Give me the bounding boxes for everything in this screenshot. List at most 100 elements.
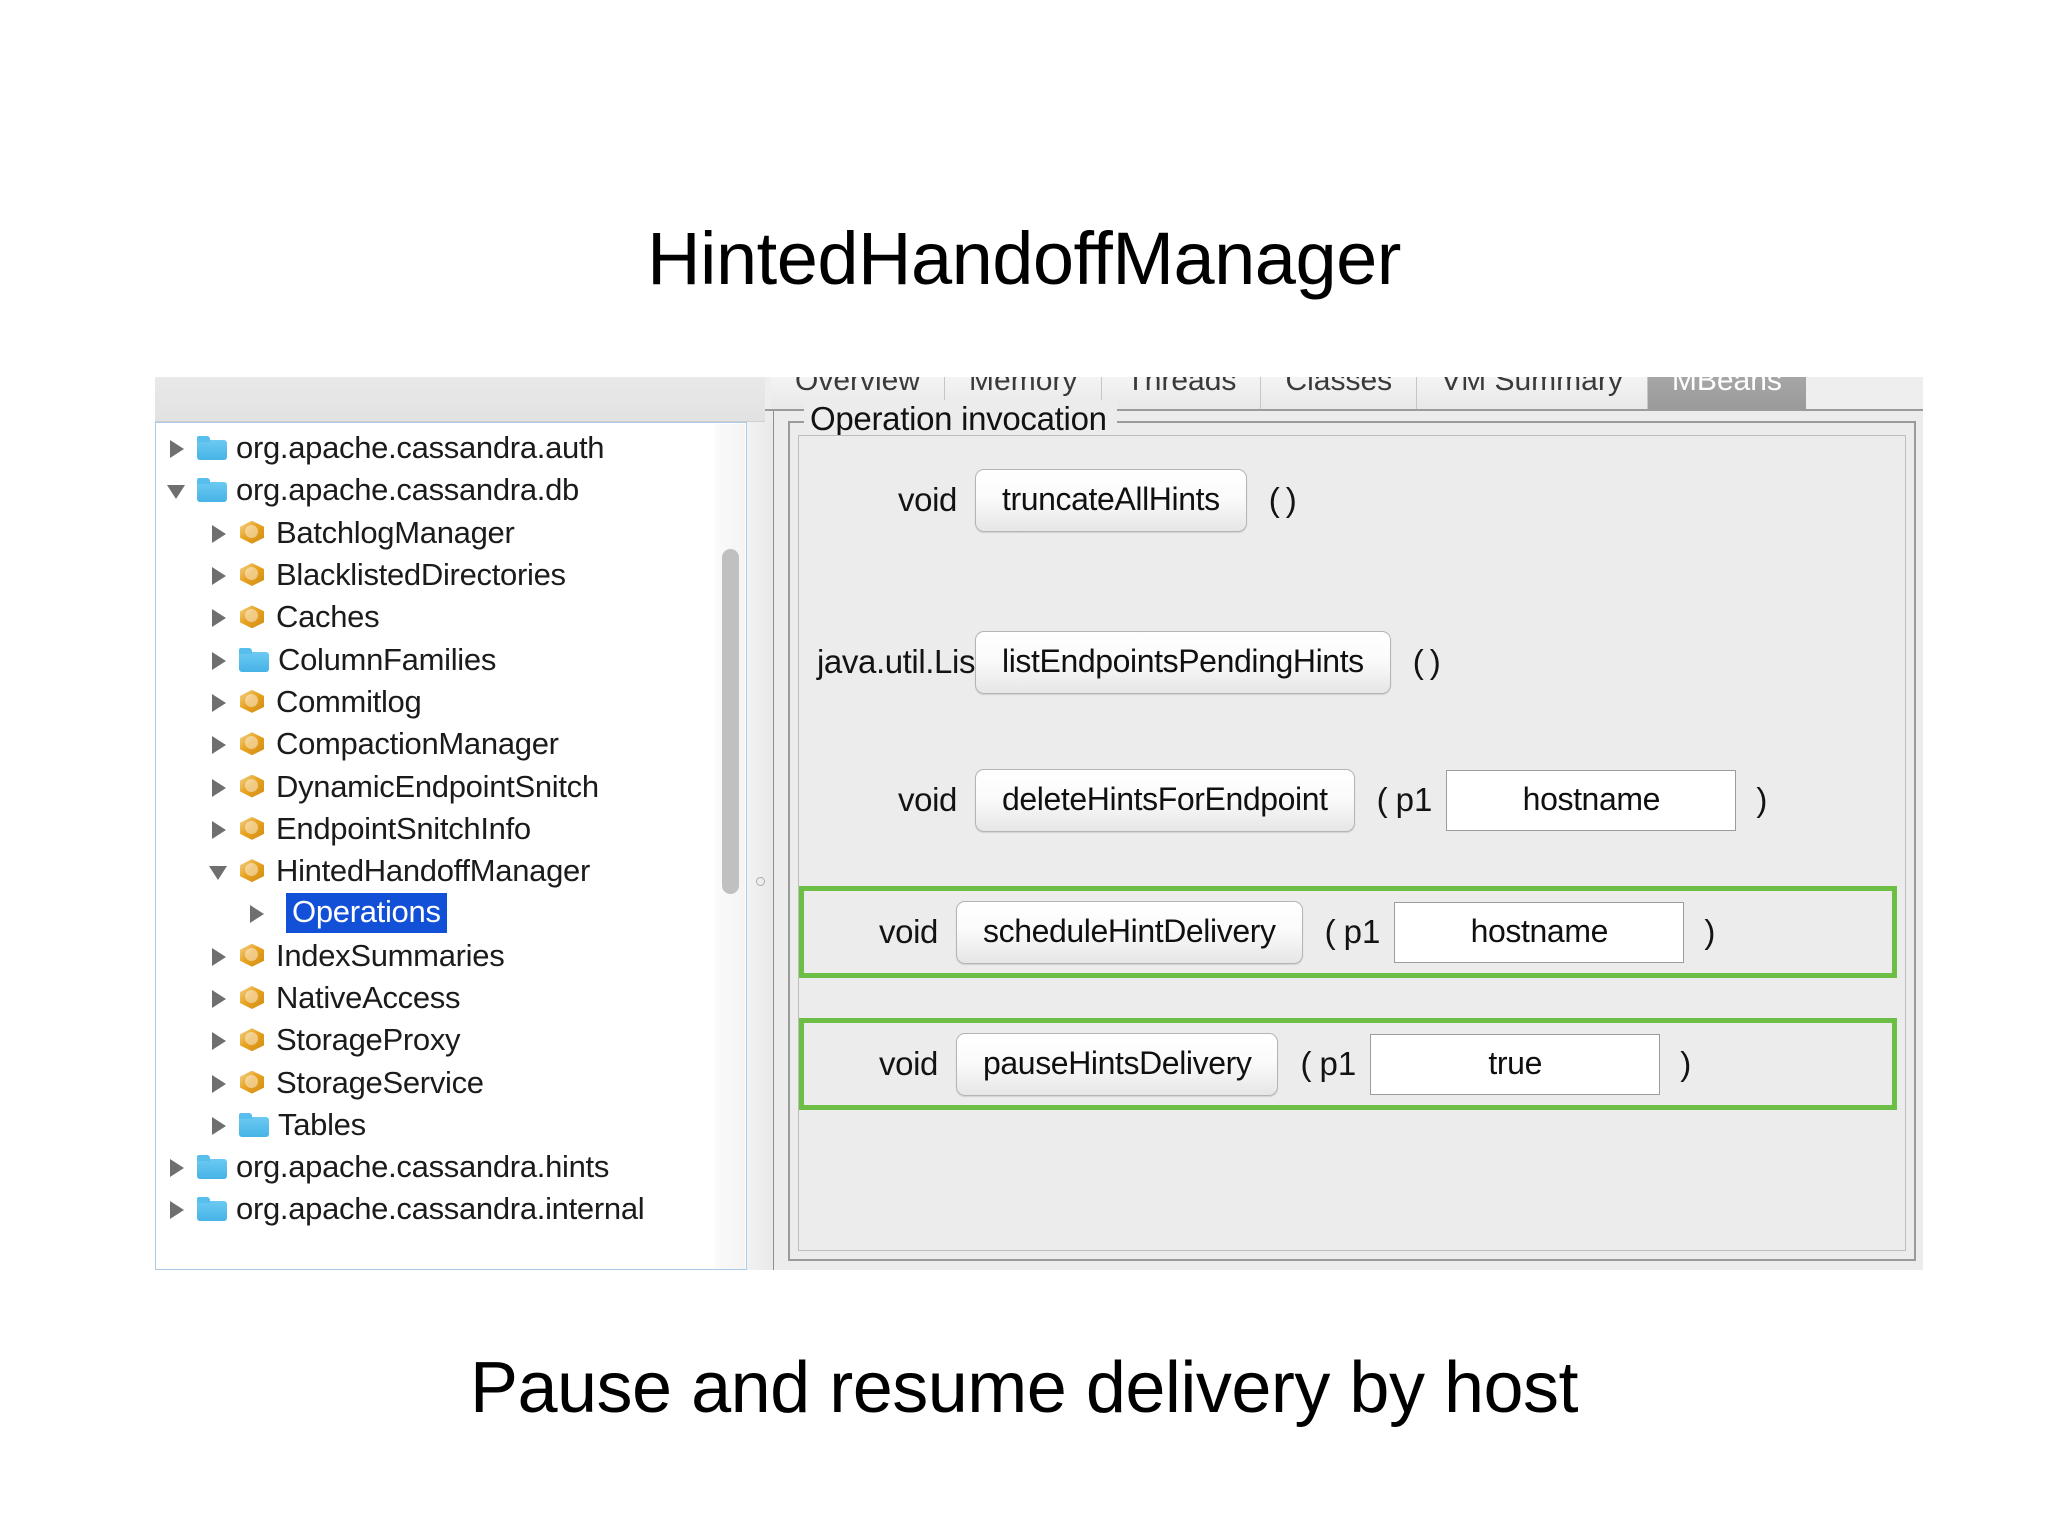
tree-item-label: org.apache.cassandra.hints xyxy=(236,1149,610,1185)
tab-classes[interactable]: Classes xyxy=(1261,377,1418,409)
chevron-right-icon[interactable] xyxy=(164,1196,190,1222)
split-pane-grip-icon[interactable] xyxy=(756,877,765,886)
operation-return-type: void xyxy=(879,1045,938,1082)
mbean-icon xyxy=(239,1027,267,1053)
invoke-button-pauseHintsDelivery[interactable]: pauseHintsDelivery xyxy=(956,1032,1279,1096)
chevron-right-icon[interactable] xyxy=(206,1112,232,1138)
folder-icon xyxy=(197,478,227,503)
close-paren: ) xyxy=(1756,781,1768,818)
tree-item-org-apache-cassandra-db[interactable]: org.apache.cassandra.db xyxy=(156,469,716,511)
tree-item-compactionmanager[interactable]: CompactionManager xyxy=(156,723,716,765)
open-paren: ( xyxy=(1268,481,1280,518)
operation-return-type: void xyxy=(898,781,957,818)
mbean-icon xyxy=(239,816,267,842)
chevron-right-icon[interactable] xyxy=(206,943,232,969)
tree-item-batchlogmanager[interactable]: BatchlogManager xyxy=(156,512,716,554)
folder-icon xyxy=(197,436,227,461)
tree-item-storageproxy[interactable]: StorageProxy xyxy=(156,1019,716,1061)
tree-vertical-scrollbar[interactable] xyxy=(715,424,745,1269)
chevron-right-icon[interactable] xyxy=(206,1027,232,1053)
tree-item-endpointsnitchinfo[interactable]: EndpointSnitchInfo xyxy=(156,808,716,850)
operation-return-type: java.util.List xyxy=(817,643,984,680)
mbean-icon xyxy=(239,774,267,800)
chevron-right-icon[interactable] xyxy=(206,689,232,715)
chevron-down-icon[interactable] xyxy=(206,858,232,884)
tree-item-tables[interactable]: Tables xyxy=(156,1104,716,1146)
chevron-right-icon[interactable] xyxy=(206,731,232,757)
tree-item-dynamicendpointsnitch[interactable]: DynamicEndpointSnitch xyxy=(156,765,716,807)
chevron-right-icon[interactable] xyxy=(164,1154,190,1180)
split-pane-divider[interactable] xyxy=(747,422,773,1270)
param-input-deleteHintsForEndpoint[interactable] xyxy=(1446,769,1737,831)
tree-item-operations[interactable]: Operations xyxy=(156,892,716,934)
tree-item-label: NativeAccess xyxy=(276,980,461,1015)
mbean-detail-pane: Operation invocation void truncateAllHint… xyxy=(773,400,1923,1270)
chevron-right-icon[interactable] xyxy=(206,816,232,842)
chevron-right-icon[interactable] xyxy=(206,604,232,630)
tree-item-indexsummaries[interactable]: IndexSummaries xyxy=(156,935,716,977)
operation-return-type: void xyxy=(879,913,938,950)
tree-item-org-apache-cassandra-hints[interactable]: org.apache.cassandra.hints xyxy=(156,1146,716,1188)
tab-mbeans[interactable]: MBeans xyxy=(1647,377,1806,409)
chevron-right-icon[interactable] xyxy=(206,1070,232,1096)
chevron-down-icon[interactable] xyxy=(164,477,190,503)
param-input-pauseHintsDelivery[interactable] xyxy=(1370,1033,1661,1095)
open-paren: ( xyxy=(1324,913,1336,950)
tree-item-label: StorageProxy xyxy=(276,1022,461,1058)
folder-icon xyxy=(197,1155,227,1180)
tab-label: Memory xyxy=(969,377,1078,397)
tree-item-label: ColumnFamilies xyxy=(278,641,497,677)
chevron-right-icon[interactable] xyxy=(206,647,232,673)
tree-item-columnfamilies[interactable]: ColumnFamilies xyxy=(156,638,716,680)
chevron-right-icon[interactable] xyxy=(206,520,232,546)
tab-threads[interactable]: Threads xyxy=(1102,377,1262,409)
folder-icon xyxy=(239,647,269,672)
chevron-right-icon[interactable] xyxy=(244,900,270,926)
page-title: HintedHandoffManager xyxy=(647,217,1401,300)
chevron-right-icon[interactable] xyxy=(206,562,232,588)
tree-item-nativeaccess[interactable]: NativeAccess xyxy=(156,977,716,1019)
param-label: p1 xyxy=(1395,781,1433,818)
tree-item-label: org.apache.cassandra.internal xyxy=(236,1191,645,1227)
scrollbar-thumb[interactable] xyxy=(722,549,739,894)
chevron-right-icon[interactable] xyxy=(206,774,232,800)
tree-item-label: org.apache.cassandra.auth xyxy=(236,430,605,466)
tree-item-label: HintedHandoffManager xyxy=(276,853,590,889)
mbean-icon xyxy=(239,858,267,884)
close-paren: ) xyxy=(1429,643,1441,680)
tree-item-commitlog[interactable]: Commitlog xyxy=(156,681,716,723)
invoke-button-scheduleHintDelivery[interactable]: scheduleHintDelivery xyxy=(956,900,1303,964)
folder-icon xyxy=(239,1112,269,1137)
tree-item-label: Tables xyxy=(278,1106,366,1142)
tree-item-blacklisteddirectories[interactable]: BlacklistedDirectories xyxy=(156,554,716,596)
tree-item-org-apache-cassandra-internal[interactable]: org.apache.cassandra.internal xyxy=(156,1188,716,1230)
tab-vm-summary[interactable]: VM Summary xyxy=(1417,377,1648,409)
open-paren: ( xyxy=(1300,1045,1312,1082)
mbean-icon xyxy=(239,604,267,630)
tree-item-caches[interactable]: Caches xyxy=(156,596,716,638)
param-input-scheduleHintDelivery[interactable] xyxy=(1394,901,1685,963)
invoke-button-truncateAllHints[interactable]: truncateAllHints xyxy=(975,468,1247,532)
close-paren: ) xyxy=(1285,481,1297,518)
tree-item-org-apache-cassandra-auth[interactable]: org.apache.cassandra.auth xyxy=(156,427,716,469)
mbean-icon xyxy=(239,562,267,588)
folder-icon xyxy=(197,1197,227,1222)
close-paren: ) xyxy=(1680,1045,1692,1082)
operation-invocation-title: Operation invocation xyxy=(804,400,1117,438)
tree-item-label: Caches xyxy=(276,599,380,635)
invoke-button-deleteHintsForEndpoint[interactable]: deleteHintsForEndpoint xyxy=(975,768,1355,832)
tree-item-label: BlacklistedDirectories xyxy=(276,557,566,593)
invoke-button-listEndpointsPendingHints[interactable]: listEndpointsPendingHints xyxy=(975,630,1391,694)
close-paren: ) xyxy=(1704,913,1716,950)
tree-item-hintedhandoffmanager[interactable]: HintedHandoffManager xyxy=(156,850,716,892)
chevron-right-icon[interactable] xyxy=(206,985,232,1011)
tree-item-label: IndexSummaries xyxy=(276,937,505,973)
chevron-right-icon[interactable] xyxy=(164,435,190,461)
tab-label: MBeans xyxy=(1671,377,1782,397)
tree-item-storageservice[interactable]: StorageService xyxy=(156,1061,716,1103)
